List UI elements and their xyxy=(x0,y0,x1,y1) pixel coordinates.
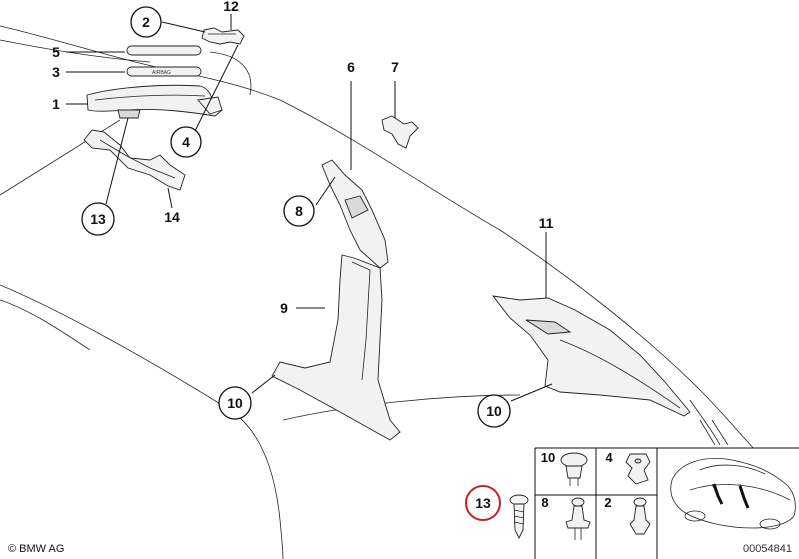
svg-text:8: 8 xyxy=(295,203,303,219)
b-pillar-lower-9 xyxy=(271,254,401,441)
label-14: 14 xyxy=(164,209,180,225)
highlight-ring-13 xyxy=(465,485,501,521)
part-7 xyxy=(381,115,419,149)
callout-13[interactable]: 13 xyxy=(81,202,115,236)
clip-2-icon xyxy=(629,497,651,535)
label-11: 11 xyxy=(539,215,554,231)
leader-lines xyxy=(66,14,553,402)
callout-2[interactable]: 2 xyxy=(130,6,162,38)
label-5: 5 xyxy=(52,44,60,60)
trim-strip-5 xyxy=(126,45,202,56)
table-label-4: 4 xyxy=(605,450,613,465)
a-pillar-trim-1 xyxy=(86,84,223,119)
callout-4[interactable]: 4 xyxy=(170,126,202,158)
car-body-outline xyxy=(0,25,761,559)
label-12: 12 xyxy=(223,0,239,14)
label-3: 3 xyxy=(52,64,60,80)
svg-text:4: 4 xyxy=(182,134,190,150)
callout-10-b[interactable]: 10 xyxy=(477,394,511,428)
label-7: 7 xyxy=(391,59,399,75)
svg-text:2: 2 xyxy=(142,14,150,30)
copyright-text: © BMW AG xyxy=(8,543,64,555)
car-thumbnail xyxy=(670,458,796,530)
svg-text:10: 10 xyxy=(227,395,243,411)
svg-text:10: 10 xyxy=(486,403,502,419)
table-label-10: 10 xyxy=(541,450,555,465)
label-6: 6 xyxy=(347,59,355,75)
b-pillar-upper-6 xyxy=(321,159,389,269)
clip-4-icon xyxy=(625,453,651,485)
label-1: 1 xyxy=(52,96,60,112)
table-label-2: 2 xyxy=(604,495,611,510)
image-number: 00054841 xyxy=(743,543,792,555)
screw-13-icon xyxy=(509,494,529,540)
clip-8-icon xyxy=(565,497,591,540)
trim-strip-3: AIRBAG xyxy=(126,66,202,77)
bracket-14 xyxy=(83,129,186,191)
clip-12 xyxy=(201,27,245,45)
table-label-8: 8 xyxy=(541,495,548,510)
rear-trim-11 xyxy=(491,295,691,417)
table-label-13[interactable]: 13 xyxy=(475,495,491,511)
callout-10-a[interactable]: 10 xyxy=(218,386,252,420)
airbag-marking: AIRBAG xyxy=(152,70,171,76)
label-9: 9 xyxy=(280,300,288,316)
svg-text:13: 13 xyxy=(90,211,106,227)
clip-10-icon xyxy=(560,452,588,486)
callout-8[interactable]: 8 xyxy=(283,195,315,227)
